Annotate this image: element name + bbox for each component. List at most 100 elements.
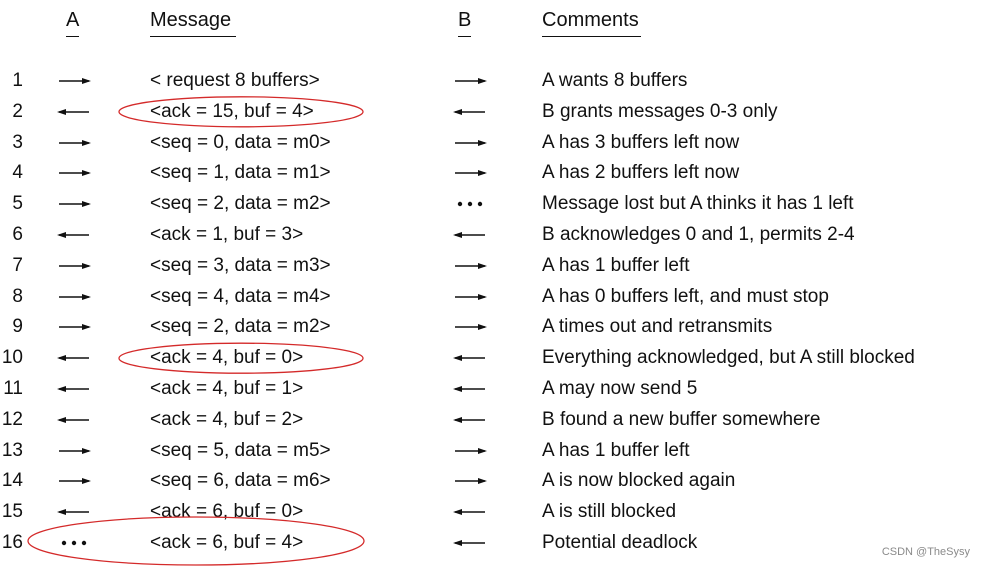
direction-a	[56, 220, 92, 250]
message-text: <seq = 2, data = m2>	[150, 193, 331, 215]
arrow-right-icon	[455, 262, 487, 269]
direction-b	[452, 189, 488, 219]
arrow-left-icon	[453, 108, 485, 115]
column-header-a: A	[66, 8, 80, 37]
message-text: <ack = 1, buf = 3>	[150, 224, 304, 245]
direction-a	[56, 405, 92, 435]
watermark: CSDN @TheSysy	[881, 546, 970, 558]
arrow-right-icon	[455, 447, 487, 454]
table-row: 13 <seq = 5, data = m5> A has 1 buffer lef…	[0, 436, 986, 466]
arrow-right-icon	[455, 478, 487, 485]
row-number: 14	[1, 470, 23, 492]
table-row: 7<seq = 3, data = m3>A has 1 buffer left	[0, 251, 986, 281]
comment-text: B acknowledges 0 and 1, permits 2-4	[542, 224, 855, 245]
comment-text: A may now send 5	[542, 378, 698, 399]
direction-b	[452, 497, 488, 527]
arrow-left-icon	[57, 416, 89, 423]
arrow-right-icon	[455, 293, 487, 300]
lost-dots-icon	[457, 201, 483, 207]
table-row: 10 <ack = 4, buf = 0> Everything acknowled…	[0, 343, 986, 373]
row-number: 2	[12, 100, 23, 122]
comment-text: A times out and retransmits	[542, 316, 773, 338]
row-number: 13	[1, 439, 23, 461]
message-text: <ack = 4, buf = 0>	[150, 347, 304, 369]
row-number: 15	[1, 501, 23, 523]
comment-text: Potential deadlock	[542, 532, 698, 553]
column-header-message: Message	[150, 8, 236, 37]
arrow-left-icon	[453, 232, 485, 238]
message-text: <ack = 6, buf = 4>	[150, 532, 304, 553]
table-row: 16<ack = 6, buf = 4>Potential deadlock	[0, 528, 986, 558]
arrow-left-icon	[57, 232, 89, 238]
arrow-right-icon	[59, 170, 91, 177]
message-text: <seq = 2, data = m2>	[150, 316, 331, 338]
direction-a	[56, 251, 92, 281]
table-row: 3<seq = 0, data = m0>A has 3 buffers lef…	[0, 128, 986, 158]
direction-b	[452, 466, 488, 496]
arrow-right-icon	[59, 447, 91, 454]
direction-a	[56, 189, 92, 219]
comment-text: B grants messages 0-3 only	[542, 100, 778, 122]
message-text: <ack = 4, buf = 2>	[150, 408, 304, 430]
arrow-right-icon	[455, 170, 487, 177]
direction-a	[56, 158, 92, 188]
direction-b	[452, 436, 488, 466]
comment-text: A has 2 buffers left now	[542, 162, 740, 184]
direction-a	[56, 436, 92, 466]
comment-text: A is still blocked	[542, 501, 677, 523]
message-text: <seq = 3, data = m3>	[150, 254, 331, 276]
arrow-left-icon	[453, 416, 485, 423]
direction-b	[452, 66, 488, 96]
direction-b	[452, 220, 488, 250]
arrow-right-icon	[455, 78, 487, 84]
message-text: <ack = 6, buf = 0>	[150, 501, 304, 523]
direction-a	[56, 97, 92, 127]
direction-b	[452, 282, 488, 312]
arrow-left-icon	[453, 509, 485, 516]
comment-text: A is now blocked again	[542, 470, 736, 492]
message-text: < request 8 buffers>	[150, 70, 320, 91]
table-row: 11 <ack = 4, buf = 1> A may now send 5	[0, 374, 986, 404]
arrow-left-icon	[453, 540, 485, 546]
direction-a	[56, 528, 92, 558]
table-row: 15 <ack = 6, buf = 0> A is still blocked	[0, 497, 986, 527]
comment-text: Everything acknowledged, but A still blo…	[542, 347, 915, 369]
message-text: <seq = 1, data = m1>	[150, 162, 331, 184]
arrow-left-icon	[453, 355, 485, 362]
direction-b	[452, 97, 488, 127]
direction-a	[56, 312, 92, 342]
arrow-right-icon	[455, 139, 487, 146]
direction-b	[452, 251, 488, 281]
arrow-right-icon	[59, 201, 91, 208]
row-number: 11	[3, 378, 23, 399]
table-row: 6 <ack = 1, buf = 3> B acknowledges 0 and …	[0, 220, 986, 250]
arrow-left-icon	[57, 386, 89, 392]
comment-text: A has 3 buffers left now	[542, 131, 740, 153]
arrow-right-icon	[455, 324, 487, 331]
row-number: 8	[12, 285, 23, 307]
arrow-left-icon	[57, 509, 89, 516]
direction-b	[452, 158, 488, 188]
message-text: <ack = 4, buf = 1>	[150, 378, 304, 399]
direction-b	[452, 128, 488, 158]
comment-text: A has 1 buffer left	[542, 439, 690, 461]
table-row: 1< request 8 buffers>A wants 8 buffers	[0, 66, 986, 96]
row-number: 3	[12, 131, 23, 153]
table-row: 5<seq = 2, data = m2>Message lost but A …	[0, 189, 986, 219]
row-number: 1	[12, 70, 23, 91]
row-number: 6	[12, 224, 23, 245]
message-text: <seq = 5, data = m5>	[150, 439, 331, 461]
row-number: 4	[12, 162, 23, 184]
comment-text: A has 0 buffers left, and must stop	[542, 285, 829, 307]
arrow-left-icon	[57, 108, 89, 115]
direction-a	[56, 374, 92, 404]
direction-a	[56, 466, 92, 496]
direction-a	[56, 282, 92, 312]
table-row: 14<seq = 6, data = m6>A is now blocked a…	[0, 466, 986, 496]
arrow-right-icon	[59, 324, 91, 331]
comment-text: B found a new buffer somewhere	[542, 408, 821, 430]
direction-a	[56, 343, 92, 373]
row-number: 10	[1, 347, 23, 369]
row-number: 7	[12, 254, 23, 276]
direction-b	[452, 405, 488, 435]
